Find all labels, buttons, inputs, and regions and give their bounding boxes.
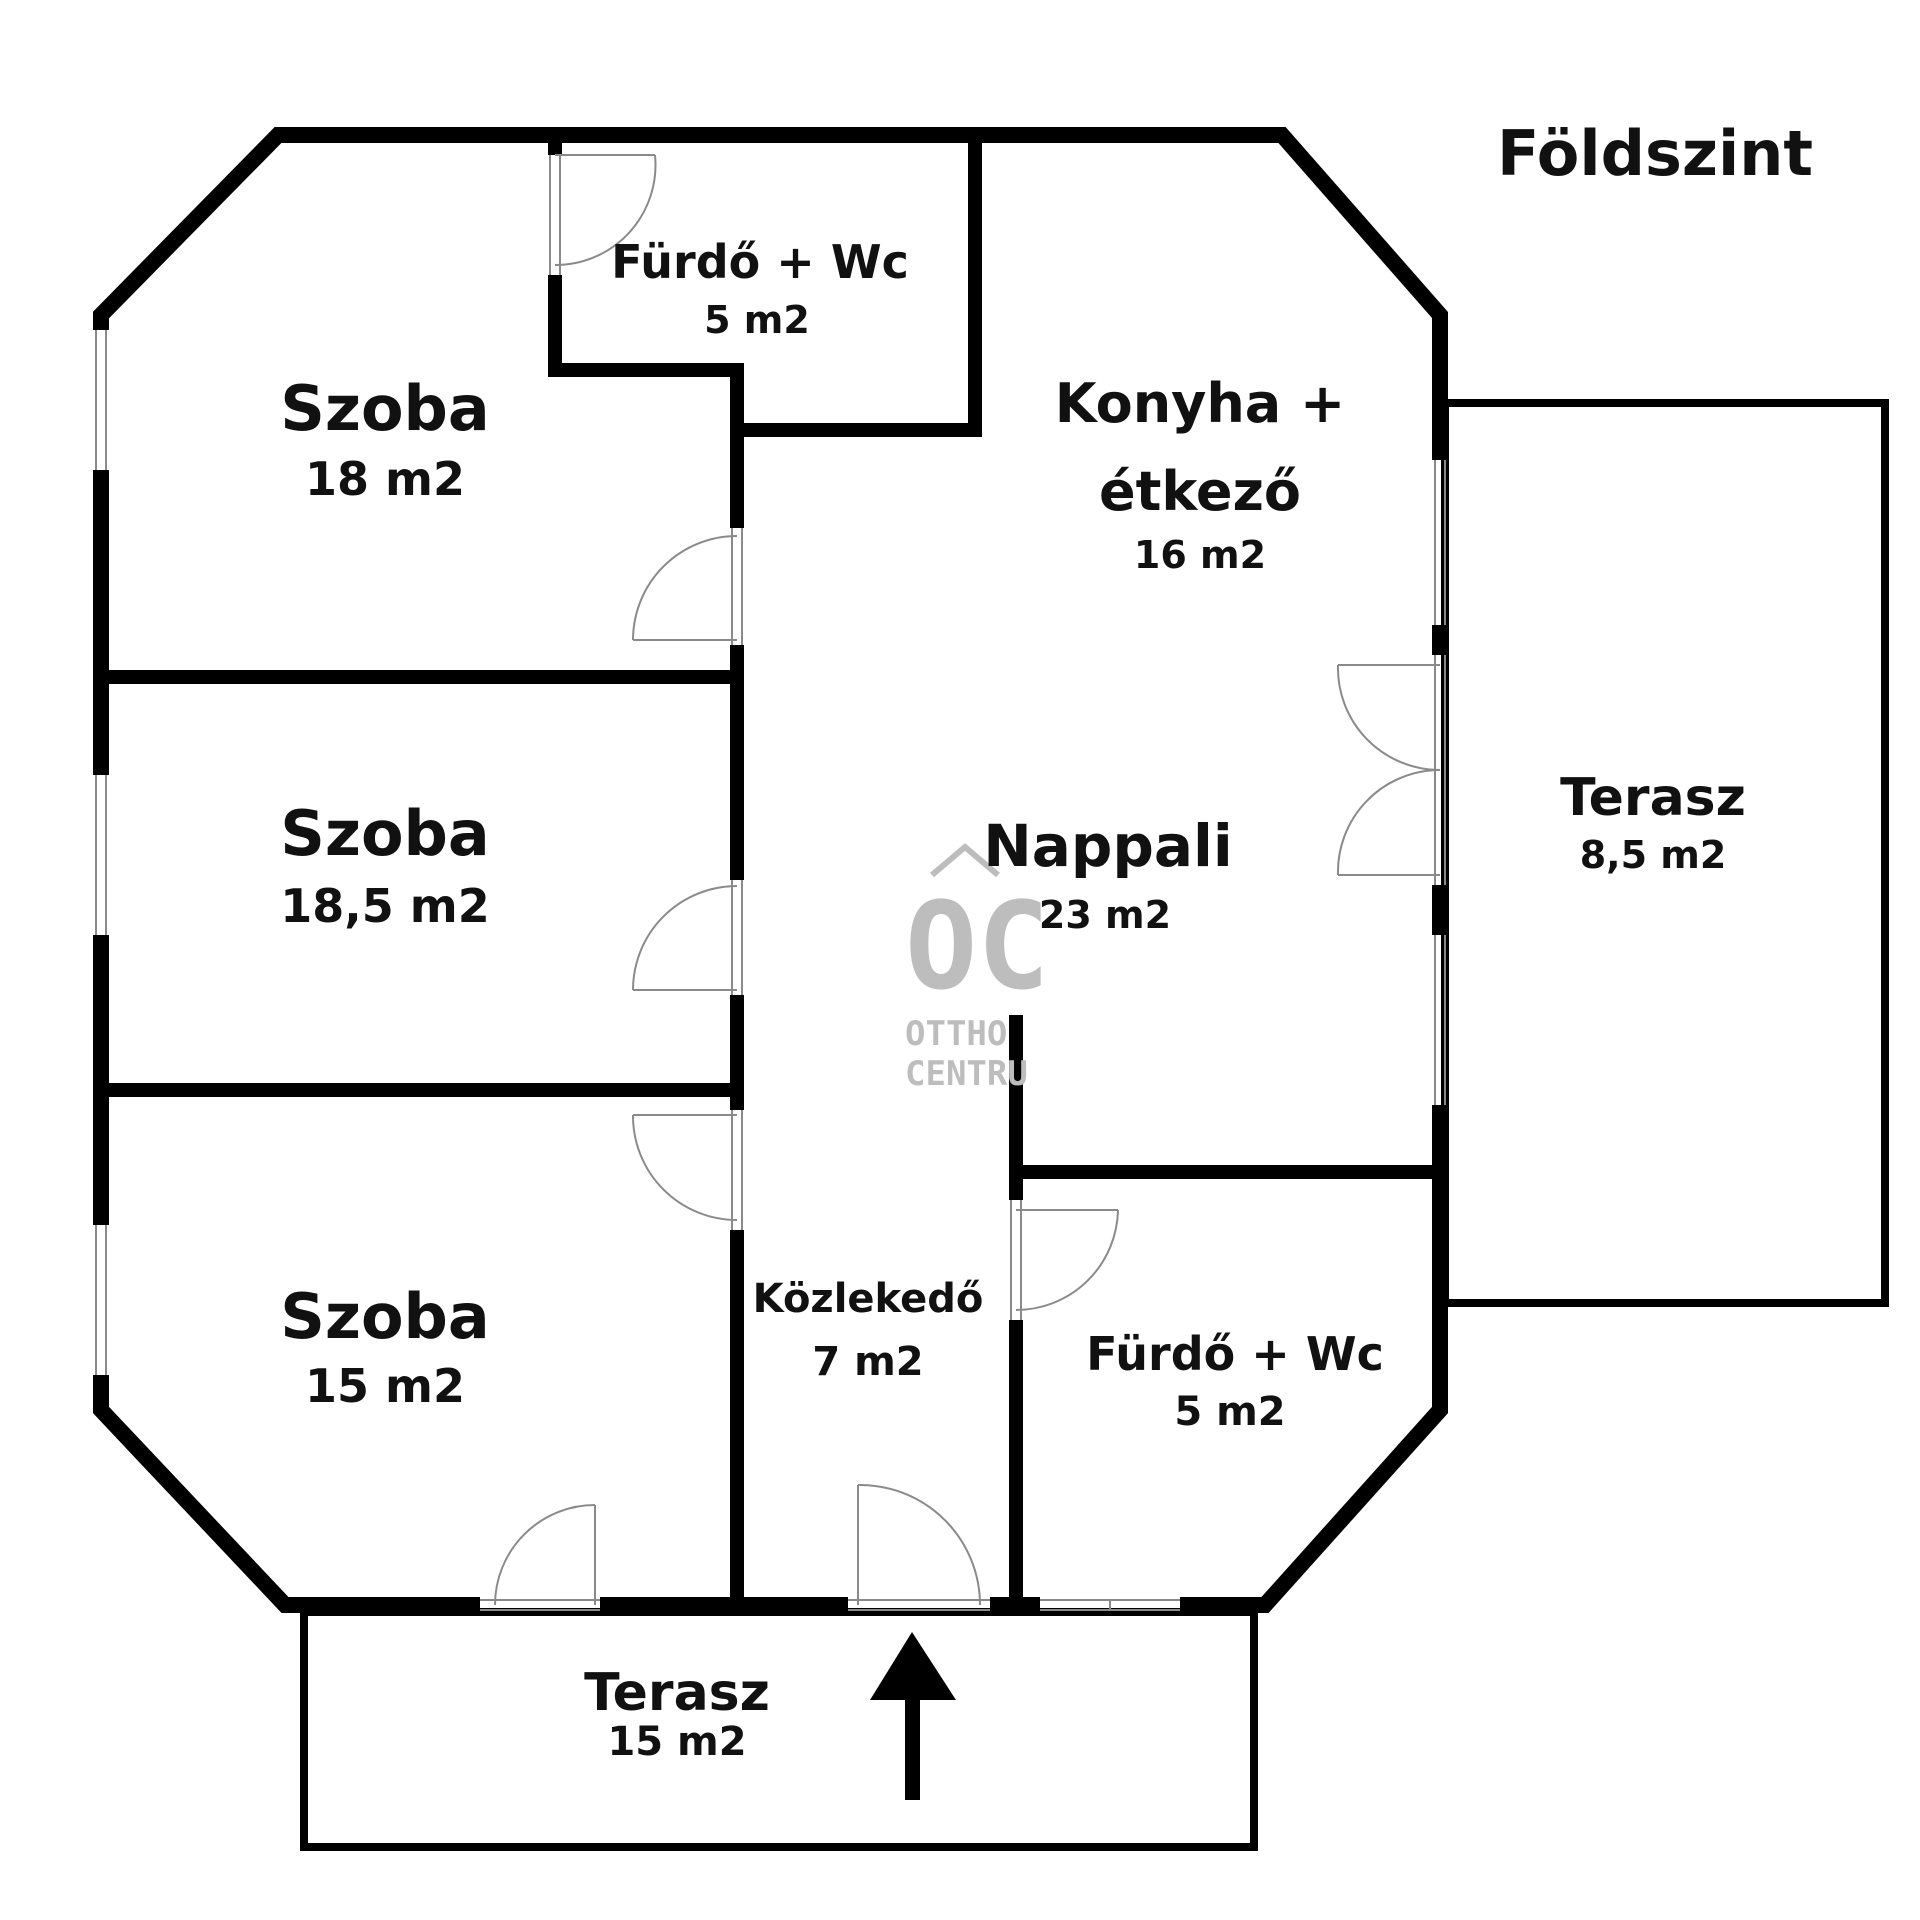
- wall-bath-top: [548, 135, 982, 437]
- terraces: [300, 399, 1889, 1851]
- door-living-double: [1336, 655, 1446, 885]
- room-name: Nappali: [983, 812, 1233, 880]
- terrace-front-outline: [300, 1608, 1258, 1851]
- label-hall: Közlekedő 7 m2: [753, 1276, 984, 1385]
- room-area: 5 m2: [1174, 1389, 1285, 1435]
- room-area: 8,5 m2: [1580, 833, 1727, 877]
- room-area: 18 m2: [305, 452, 465, 506]
- window-left-2: [95, 775, 107, 935]
- room-name: Terasz: [584, 1663, 770, 1723]
- room-name: Fürdő + Wc: [1086, 1327, 1384, 1381]
- room-name-line2: étkező: [1099, 460, 1301, 523]
- window-right-2: [1434, 935, 1446, 1105]
- label-room-2: Szoba 18,5 m2: [280, 797, 490, 933]
- label-bath-bottom: Fürdő + Wc 5 m2: [1086, 1327, 1384, 1435]
- windows: [95, 330, 1446, 1611]
- door-room-3: [631, 1110, 743, 1230]
- room-area: 15 m2: [607, 1719, 746, 1765]
- label-living: Nappali 23 m2: [983, 812, 1233, 937]
- window-right-1: [1434, 460, 1446, 625]
- door-bath-top: [549, 154, 657, 275]
- label-terrace-front: Terasz 15 m2: [584, 1663, 770, 1765]
- window-left-3: [95, 1225, 107, 1375]
- room-name-line1: Konyha +: [1055, 372, 1346, 435]
- doors: [480, 154, 1446, 1611]
- room-area: 16 m2: [1134, 533, 1266, 577]
- outer-walls: [93, 127, 1448, 1613]
- watermark-mark: OC: [905, 878, 1050, 1017]
- label-terrace-side: Terasz 8,5 m2: [1560, 768, 1746, 877]
- room-name: Közlekedő: [753, 1276, 984, 1322]
- room-area: 7 m2: [812, 1339, 923, 1385]
- door-bath-bottom: [1010, 1200, 1119, 1320]
- watermark-logo: OC OTTHO CENTRU: [905, 843, 1050, 1094]
- watermark-line2: CENTRU: [905, 1054, 1028, 1094]
- entrance-arrow-icon: [870, 1632, 956, 1800]
- door-room-1: [632, 528, 743, 645]
- door-room-3-terrace: [480, 1504, 600, 1611]
- door-entrance: [848, 1483, 990, 1611]
- floor-title: Földszint: [1497, 117, 1813, 190]
- room-name: Szoba: [280, 797, 490, 870]
- interior-walls: [101, 135, 1440, 1605]
- wall-bottom-right: [1180, 1105, 1448, 1613]
- room-name: Szoba: [280, 372, 490, 445]
- room-area: 23 m2: [1039, 893, 1171, 937]
- watermark-line1: OTTHO: [905, 1014, 1007, 1054]
- window-bottom-bath: [1040, 1599, 1180, 1611]
- room-area: 18,5 m2: [280, 879, 489, 933]
- label-room-1: Szoba 18 m2: [280, 372, 490, 506]
- wall-bottom-left: [93, 1375, 480, 1613]
- label-bath-top: Fürdő + Wc 5 m2: [611, 235, 909, 342]
- room-name: Szoba: [280, 1280, 490, 1353]
- label-room-3: Szoba 15 m2: [280, 1280, 490, 1413]
- room-name: Fürdő + Wc: [611, 235, 909, 289]
- wall-top: [93, 127, 1448, 460]
- room-name: Terasz: [1560, 768, 1746, 828]
- door-room-2: [632, 880, 743, 995]
- room-area: 5 m2: [704, 298, 810, 342]
- window-left-1: [95, 330, 107, 470]
- room-area: 15 m2: [305, 1359, 465, 1413]
- watermark-roof-icon: [930, 843, 1000, 878]
- label-kitchen: Konyha + étkező 16 m2: [1055, 372, 1346, 577]
